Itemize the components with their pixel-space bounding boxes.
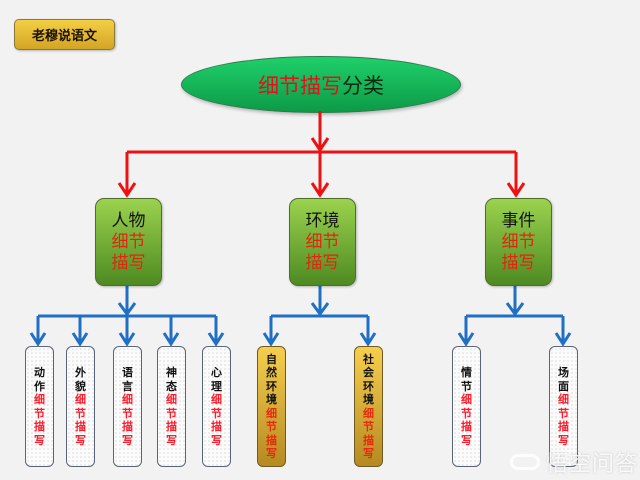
watermark-text: 悟空问答 <box>546 452 639 477</box>
leaf-label-char: 节 <box>461 379 472 393</box>
leaf-suffix-char: 写 <box>461 433 472 447</box>
leaf-label-char: 外 <box>75 366 86 379</box>
leaf-node: 神态细节描写 <box>157 346 186 467</box>
category-sub: 描写 <box>111 252 146 273</box>
leaf-suffix-char: 细 <box>211 393 222 406</box>
leaf-suffix-char: 细 <box>461 393 472 406</box>
category-title: 人物 <box>111 210 146 231</box>
leaf-label-char: 环 <box>363 379 374 393</box>
leaf-suffix-char: 细 <box>266 406 277 420</box>
category-title: 事件 <box>501 210 536 231</box>
red-arrowhead <box>506 182 526 198</box>
leaf-label-char: 然 <box>266 366 277 379</box>
leaf-suffix-char: 写 <box>211 433 222 447</box>
leaf-node: 场面细节描写 <box>549 346 578 467</box>
leaf-label-char: 作 <box>34 379 45 393</box>
leaf-label-char: 场 <box>558 366 569 379</box>
leaf-label-char: 动 <box>34 366 45 379</box>
leaf-suffix-char: 节 <box>166 406 177 420</box>
leaf-label-char: 神 <box>166 366 177 379</box>
leaf-suffix-char: 细 <box>75 393 86 406</box>
root-title-dark: 分类 <box>342 73 384 98</box>
leaf-suffix-char: 描 <box>558 420 569 433</box>
leaf-suffix-char: 描 <box>211 420 222 433</box>
red-connectors <box>117 111 526 198</box>
root-title-red: 细节描写 <box>258 73 342 98</box>
leaf-suffix-char: 细 <box>363 406 374 420</box>
leaf-suffix-char: 描 <box>75 420 86 433</box>
root-node: 细节描写分类 <box>181 56 461 113</box>
category-environment: 环境 细节 描写 <box>289 198 356 286</box>
leaf-suffix-char: 写 <box>266 447 277 460</box>
blue-arrowheads-2 <box>262 332 377 347</box>
leaf-suffix-char: 写 <box>34 433 45 447</box>
blue-arrowheads-mid <box>117 302 525 317</box>
blue-drops-2 <box>269 316 370 344</box>
leaf-label-char: 情 <box>461 366 472 379</box>
blue-arrowheads-3 <box>457 332 572 347</box>
leaf-suffix-char: 细 <box>166 393 177 406</box>
leaf-suffix-char: 描 <box>34 420 45 433</box>
leaf-label-char: 貌 <box>75 379 86 393</box>
category-sub: 描写 <box>501 252 536 273</box>
category-event: 事件 细节 描写 <box>485 198 552 286</box>
leaf-suffix-char: 节 <box>461 406 472 420</box>
leaf-label-char: 理 <box>211 379 222 393</box>
leaf-suffix-char: 节 <box>34 406 45 420</box>
leaf-suffix-char: 细 <box>122 393 133 406</box>
leaf-suffix-char: 写 <box>75 433 86 447</box>
leaf-suffix-char: 写 <box>166 433 177 447</box>
leaf-node: 动作细节描写 <box>25 346 54 467</box>
leaf-suffix-char: 写 <box>558 433 569 447</box>
leaf-suffix-char: 节 <box>266 420 277 433</box>
leaf-label-char: 社 <box>363 352 374 366</box>
leaf-suffix-char: 描 <box>166 420 177 433</box>
red-arrowhead <box>310 182 330 198</box>
leaf-suffix-char: 描 <box>363 433 374 447</box>
blue-drops-1 <box>36 316 218 344</box>
leaf-suffix-char: 节 <box>558 406 569 420</box>
leaf-node: 情节细节描写 <box>452 346 481 467</box>
leaf-suffix-char: 细 <box>558 393 569 406</box>
leaf-label-char: 言 <box>122 379 133 393</box>
category-sub: 细节 <box>305 231 340 252</box>
category-sub: 描写 <box>305 252 340 273</box>
leaf-label-char: 面 <box>558 379 569 393</box>
leaf-suffix-char: 写 <box>122 433 133 447</box>
category-sub: 细节 <box>501 231 536 252</box>
leaf-node: 社会环境细节描写 <box>354 346 383 467</box>
leaf-suffix-char: 节 <box>211 406 222 420</box>
red-arrowhead <box>310 137 330 153</box>
leaf-label-char: 会 <box>363 366 374 379</box>
leaf-suffix-char: 描 <box>122 420 133 433</box>
blue-connectors <box>29 284 572 347</box>
red-arrowhead <box>117 182 137 198</box>
category-title: 环境 <box>305 210 340 231</box>
leaf-suffix-char: 描 <box>461 420 472 433</box>
leaf-suffix-char: 描 <box>266 433 277 447</box>
leaf-label-char: 境 <box>363 393 374 406</box>
leaf-node: 外貌细节描写 <box>66 346 95 467</box>
watermark: 悟空问答 <box>510 446 638 478</box>
leaf-suffix-char: 节 <box>75 406 86 420</box>
watermark-logo-icon <box>510 454 540 470</box>
leaf-suffix-char: 写 <box>363 447 374 460</box>
leaf-suffix-char: 节 <box>363 420 374 433</box>
author-badge: 老穆说语文 <box>14 19 115 50</box>
blue-drops-3 <box>464 316 565 344</box>
leaf-node: 语言细节描写 <box>113 346 142 467</box>
blue-arrowheads-1 <box>29 332 225 347</box>
leaf-label-char: 自 <box>266 352 277 366</box>
leaf-label-char: 心 <box>211 366 222 379</box>
leaf-node: 心理细节描写 <box>202 346 231 467</box>
leaf-label-char: 环 <box>266 379 277 393</box>
category-sub: 细节 <box>111 231 146 252</box>
category-character: 人物 细节 描写 <box>95 198 162 286</box>
leaf-suffix-char: 细 <box>34 393 45 406</box>
leaf-label-char: 态 <box>166 379 177 393</box>
leaf-label-char: 境 <box>266 393 277 406</box>
leaf-label-char: 语 <box>122 366 133 379</box>
leaf-suffix-char: 节 <box>122 406 133 420</box>
leaf-node: 自然环境细节描写 <box>257 346 286 467</box>
